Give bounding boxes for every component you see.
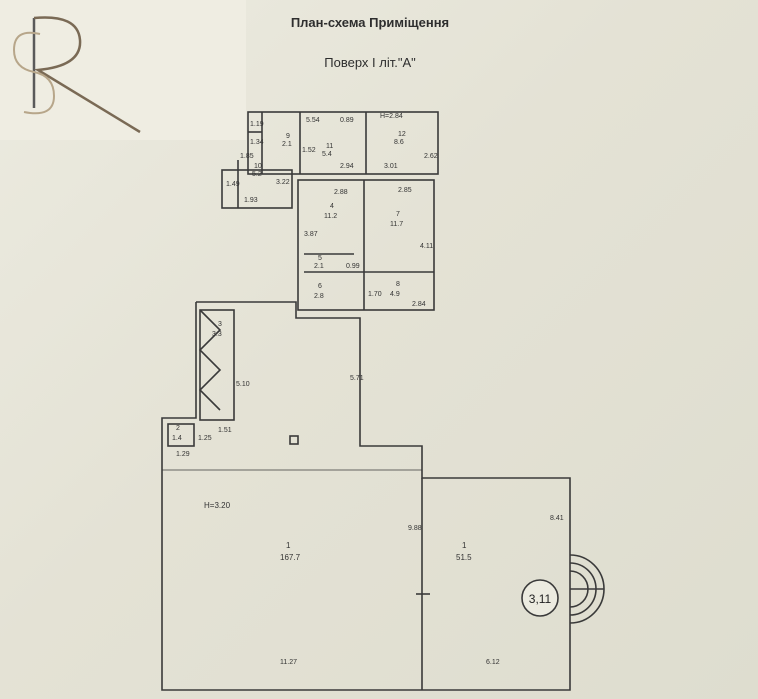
room-7-area: 11.7 xyxy=(390,221,403,228)
room-6-area: 2.8 xyxy=(314,293,324,300)
room-7-num: 7 xyxy=(396,211,400,218)
dim-1.19: 1.19 xyxy=(250,121,264,128)
room-4-area: 11.2 xyxy=(324,213,337,220)
middle-rooms-wall xyxy=(297,179,435,311)
dim-2.62: 2.62 xyxy=(424,153,438,160)
entrance-marker xyxy=(521,579,559,617)
room-10-wall xyxy=(221,169,293,209)
dim-3.87: 3.87 xyxy=(304,231,318,238)
dim-3.22: 3.22 xyxy=(276,179,290,186)
dim-9.88: 9.88 xyxy=(408,525,422,532)
main-hall-wall xyxy=(161,301,571,691)
room-8-num: 8 xyxy=(396,281,400,288)
dim-2.94: 2.94 xyxy=(340,163,354,170)
upper-rooms-wall xyxy=(247,111,439,175)
sr-logo xyxy=(12,16,141,134)
dim-1.25: 1.25 xyxy=(198,435,212,442)
room-10-area: 5.2 xyxy=(252,171,262,178)
dim-6.12: 6.12 xyxy=(486,659,500,666)
dim-1.29: 1.29 xyxy=(176,451,190,458)
dim-2.84: 2.84 xyxy=(412,301,426,308)
room-2-num: 2 xyxy=(176,425,180,432)
room-11-num: 11 xyxy=(326,143,333,150)
room-4-num: 4 xyxy=(330,203,334,210)
dim-0.99: 0.99 xyxy=(346,263,360,270)
dim-1.49: 1.49 xyxy=(226,181,240,188)
dim-11.27: 11.27 xyxy=(280,659,297,666)
room-1-area: 167.7 xyxy=(280,553,301,562)
room-5-num: 5 xyxy=(318,255,322,262)
dim-1.85: 1.85 xyxy=(240,153,254,160)
room-1-num: 1 xyxy=(286,541,291,550)
main-height: H=3.20 xyxy=(204,501,231,510)
room-5-area: 2.1 xyxy=(314,263,324,270)
floor-subtitle: Поверх І літ."А" xyxy=(324,55,416,70)
dim-2.85: 2.85 xyxy=(398,187,412,194)
dim-5.54: 5.54 xyxy=(306,117,320,124)
room-1b-area: 51.5 xyxy=(456,553,472,562)
room-3-area: 3.3 xyxy=(212,331,222,338)
dim-1.34: 1.34 xyxy=(250,139,264,146)
dim-5.71: 5.71 xyxy=(350,375,364,382)
room-2-area: 1.4 xyxy=(172,435,182,442)
room-10-num: 10 xyxy=(254,163,262,170)
room-9-num: 9 xyxy=(286,133,290,140)
room-6-num: 6 xyxy=(318,283,322,290)
room-12-num: 12 xyxy=(398,131,406,138)
dim-1.93: 1.93 xyxy=(244,197,258,204)
room-1b-num: 1 xyxy=(462,541,467,550)
dim-1.51: 1.51 xyxy=(218,427,232,434)
dim-2.88: 2.88 xyxy=(334,189,348,196)
dim-4.11: 4.11 xyxy=(420,243,433,250)
room-12-area: 8.6 xyxy=(394,139,404,146)
room-11-area: 5.4 xyxy=(322,151,332,158)
dim-5.10: 5.10 xyxy=(236,381,250,388)
upper-height: H=2.84 xyxy=(380,113,403,120)
logo xyxy=(0,0,246,140)
room-8-area: 4.9 xyxy=(390,291,400,298)
room-3-num: 3 xyxy=(218,321,222,328)
room-9-area: 2.1 xyxy=(282,141,292,148)
entrance-height-label: 3,11 xyxy=(529,592,552,606)
plan-title: План-схема Приміщення xyxy=(290,15,450,30)
dim-8.41: 8.41 xyxy=(550,515,564,522)
dim-1.70: 1.70 xyxy=(368,291,382,298)
dim-0.89: 0.89 xyxy=(340,117,354,124)
dim-1.52: 1.52 xyxy=(302,147,316,154)
dim-3.01: 3.01 xyxy=(384,163,398,170)
